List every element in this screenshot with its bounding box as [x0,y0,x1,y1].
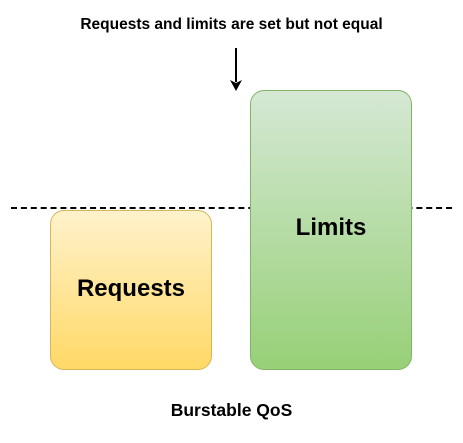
down-arrow-icon [230,48,242,91]
diagram-caption: Burstable QoS [170,400,293,420]
threshold-dashed-line [11,207,452,209]
annotation-text: Requests and limits are set but not equa… [80,16,383,33]
limits-label: Limits [295,214,367,241]
requests-box: Requests [50,210,212,370]
limits-box: Limits [250,90,412,370]
requests-label: Requests [76,275,186,302]
